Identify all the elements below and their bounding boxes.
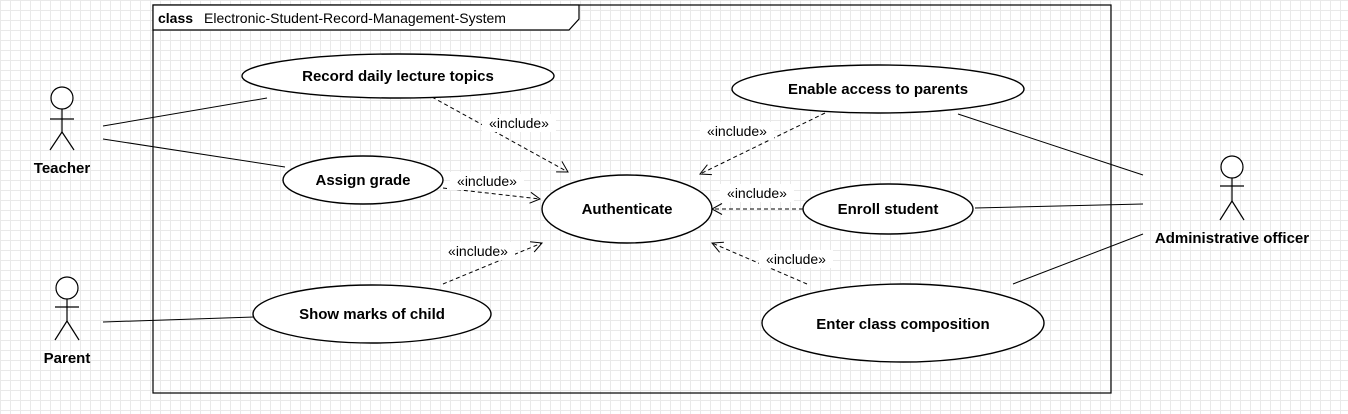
- association-teacher-record-topics[interactable]: [102, 97, 268, 127]
- use-case-enter-class-composition[interactable]: Enter class composition: [761, 283, 1045, 363]
- association-admin-enable-access[interactable]: [957, 113, 1144, 176]
- use-case-label: Enter class composition: [816, 316, 989, 333]
- include-enroll-student-authenticate[interactable]: [710, 203, 803, 215]
- use-case-assign-grade[interactable]: Assign grade: [282, 155, 444, 205]
- use-case-enroll-student[interactable]: Enroll student: [802, 183, 974, 235]
- include-enable-access-authenticate[interactable]: [699, 112, 826, 176]
- include-label: «include»: [457, 173, 517, 189]
- use-case-label: Authenticate: [582, 201, 673, 218]
- association-parent-show-marks[interactable]: [102, 316, 255, 323]
- use-case-show-marks-of-child[interactable]: Show marks of child: [252, 284, 492, 344]
- frame-keyword: class: [158, 10, 193, 26]
- system-frame[interactable]: class Electronic-Student-Record-Manageme…: [152, 4, 1112, 394]
- use-case-label: Show marks of child: [299, 306, 445, 323]
- use-case-label: Enroll student: [838, 201, 939, 218]
- stick-figure-icon: [1219, 155, 1245, 221]
- associations: [102, 97, 1144, 323]
- association-admin-enroll-student[interactable]: [974, 203, 1144, 209]
- actor-label: Teacher: [34, 160, 91, 177]
- include-assign-grade-authenticate[interactable]: [442, 187, 542, 204]
- include-label: «include»: [489, 115, 549, 131]
- actor-administrative-officer[interactable]: Administrative officer: [1155, 155, 1309, 247]
- use-case-label: Assign grade: [315, 172, 410, 189]
- association-teacher-assign-grade[interactable]: [102, 138, 286, 168]
- use-case-label: Record daily lecture topics: [302, 68, 494, 85]
- frame-title: Electronic-Student-Record-Management-Sys…: [204, 10, 506, 26]
- include-label: «include»: [448, 243, 508, 259]
- association-admin-class-composition[interactable]: [1012, 233, 1144, 285]
- actor-teacher[interactable]: Teacher: [34, 86, 91, 177]
- include-record-topics-authenticate[interactable]: [431, 96, 569, 173]
- use-case-record-daily-lecture-topics[interactable]: Record daily lecture topics: [241, 53, 555, 99]
- use-case-authenticate[interactable]: Authenticate: [541, 174, 713, 244]
- include-label: «include»: [707, 123, 767, 139]
- include-labels: «include» «include» «include» «include» …: [441, 114, 833, 268]
- actor-label: Administrative officer: [1155, 230, 1309, 247]
- include-label: «include»: [766, 251, 826, 267]
- include-label: «include»: [727, 185, 787, 201]
- use-case-enable-access-to-parents[interactable]: Enable access to parents: [731, 64, 1025, 114]
- use-case-label: Enable access to parents: [788, 81, 968, 98]
- include-show-marks-authenticate[interactable]: [442, 241, 544, 285]
- actor-label: Parent: [44, 350, 91, 367]
- stick-figure-icon: [49, 86, 75, 151]
- stick-figure-icon: [54, 276, 80, 341]
- actor-parent[interactable]: Parent: [44, 276, 91, 367]
